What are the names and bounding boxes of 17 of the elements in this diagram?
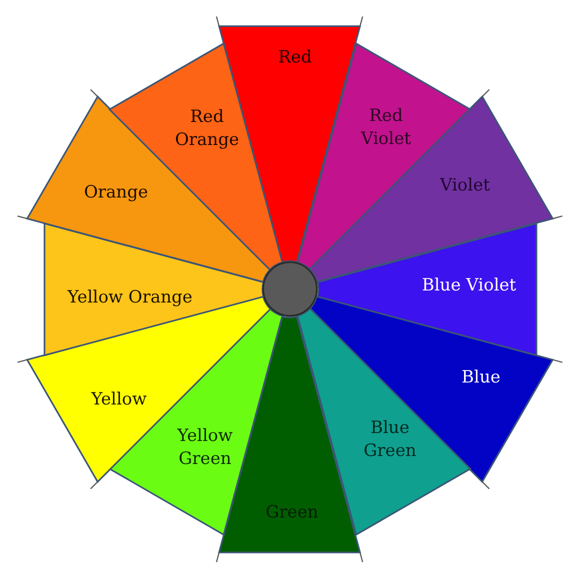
wheel-segment [316, 222, 538, 356]
segment-label: Violet [440, 174, 490, 198]
segment-label: Orange [84, 181, 148, 204]
wheel-segment [16, 88, 272, 284]
hub-circle [262, 261, 318, 317]
segment-label: Blue [462, 366, 500, 390]
wheel-segment [308, 294, 564, 490]
segment-label: Yellow Orange [68, 286, 192, 310]
segment-label: Green [266, 501, 318, 524]
segment-label: Red [278, 46, 312, 70]
segment-label: Blue Violet [422, 274, 516, 298]
wheel-segment [42, 222, 264, 356]
segment-label: Yellow Green [177, 424, 233, 471]
segment-label: Blue Green [364, 416, 416, 463]
segment-label: Red Orange [174, 106, 240, 152]
segment-label: Yellow [91, 388, 147, 412]
segment-label: Red Violet [361, 105, 411, 151]
